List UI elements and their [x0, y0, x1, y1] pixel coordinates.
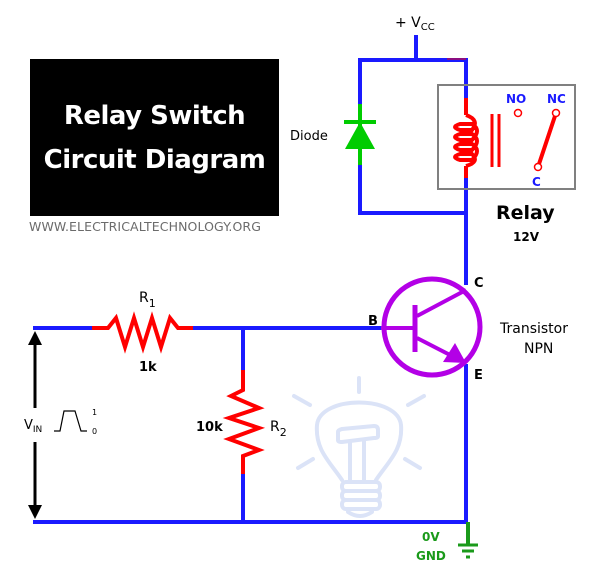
diode-symbol: [344, 104, 376, 165]
relay-label: Relay: [496, 202, 555, 224]
transistor-base-label: B: [368, 314, 378, 329]
r2-label: R2: [270, 419, 287, 439]
transistor-collector-label: C: [474, 276, 484, 291]
r1-value-label: 1k: [139, 360, 157, 375]
r1-label: R1: [139, 290, 156, 310]
website-url: WWW.ELECTRICALTECHNOLOGY.ORG: [29, 219, 261, 234]
ground-label: GND: [416, 549, 446, 563]
vin-arrow: [28, 331, 42, 519]
transistor-label: Transistor: [499, 321, 568, 337]
title-banner: Relay Switch Circuit Diagram: [30, 59, 279, 216]
relay-contact-nc: [551, 108, 561, 118]
relay-coil: [453, 98, 479, 178]
ground-icon: [458, 522, 478, 559]
resistor-r1: [92, 311, 193, 354]
transistor-type-label: NPN: [524, 341, 553, 357]
transistor-emitter-label: E: [474, 368, 483, 383]
relay-rating-label: 12V: [513, 230, 540, 244]
relay-contact-no-label: NO: [506, 92, 526, 106]
title-line-2: Circuit Diagram: [43, 144, 266, 175]
vcc-label: + VCC: [395, 15, 435, 33]
pulse-high-label: 1: [92, 408, 97, 417]
relay-switch-arm: [537, 115, 557, 165]
diode-label: Diode: [290, 129, 328, 144]
vin-label: VIN: [24, 418, 42, 435]
relay-contact-nc-label: NC: [547, 92, 566, 106]
relay-box: [437, 84, 576, 190]
ground-voltage-label: 0V: [422, 530, 440, 544]
pulse-waveform-icon: [54, 410, 87, 432]
relay-core: [490, 114, 501, 167]
r2-value-label: 10k: [196, 420, 223, 435]
relay-contact-no: [513, 108, 523, 118]
pulse-low-label: 0: [92, 427, 97, 436]
relay-contact-c: [533, 162, 543, 172]
title-line-1: Relay Switch: [63, 100, 246, 131]
wires: [33, 35, 468, 524]
lightbulb-watermark-icon: [292, 376, 426, 518]
relay-contact-c-label: C: [532, 175, 541, 189]
transistor-npn-symbol: [381, 276, 483, 378]
resistor-r2: [222, 370, 266, 474]
